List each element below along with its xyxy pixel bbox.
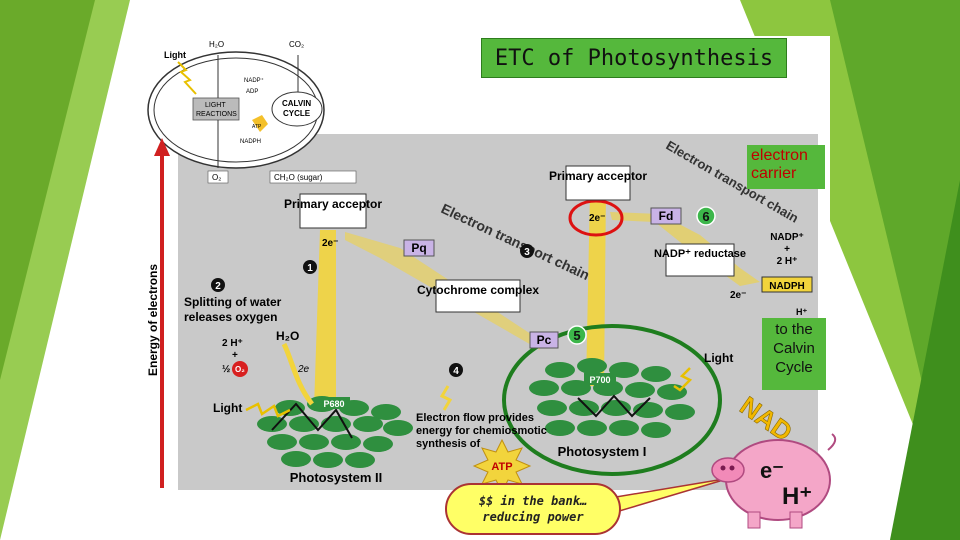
p680-badge bbox=[318, 397, 350, 409]
flow-line-3: synthesis of bbox=[416, 438, 481, 450]
overview-nadph-label: NADPH bbox=[240, 139, 261, 145]
overview-co2-label: CO₂ bbox=[289, 40, 304, 49]
pc-box bbox=[529, 331, 559, 349]
step-6: 6 bbox=[702, 209, 709, 224]
light-label: Light bbox=[213, 401, 242, 415]
plus-small-label: + bbox=[232, 350, 238, 361]
overview-h2o-label: H₂O bbox=[209, 40, 224, 49]
slide-title: ETC of Photosynthesis bbox=[481, 38, 787, 78]
bank-callout: $$ in the bank… reducing power bbox=[445, 483, 621, 535]
cytochrome-label: Cytochrome complex bbox=[417, 283, 539, 297]
step-1: 1 bbox=[307, 263, 313, 274]
bank-line-1: $$ in the bank… bbox=[478, 494, 588, 508]
light-ray-ps1 bbox=[673, 367, 693, 392]
electron-carrier-callout: electron carrier bbox=[747, 145, 825, 189]
acceptor-highlight-ring bbox=[568, 199, 624, 237]
primary-acceptor-box bbox=[299, 193, 367, 229]
two-e-nadp-label: 2e⁻ bbox=[730, 290, 746, 301]
ps1-highlight-ring bbox=[502, 324, 722, 476]
overview-sugar-box bbox=[269, 170, 357, 184]
h2o-label: H₂O bbox=[276, 329, 299, 343]
step-5: 5 bbox=[573, 328, 580, 343]
mascot-proton-label: H⁺ bbox=[782, 483, 812, 510]
ps1-label: Photosystem I bbox=[558, 444, 647, 459]
pc-label: Pc bbox=[537, 333, 552, 347]
overview-atp-label: ATP bbox=[252, 124, 262, 130]
overview-calvin-label: CALVIN bbox=[282, 99, 311, 108]
overview-o2-box bbox=[207, 170, 229, 184]
p700-label: P700 bbox=[589, 375, 610, 385]
cytochrome-box bbox=[435, 279, 521, 313]
overview-light-reactions-label: LIGHT bbox=[205, 102, 226, 109]
p680-label: P680 bbox=[323, 399, 344, 409]
fd-label: Fd bbox=[659, 209, 674, 223]
nadp-plus-label: NADP⁺ bbox=[770, 232, 804, 243]
o2-bubble bbox=[232, 361, 248, 377]
energy-axis-label: Energy of electrons bbox=[146, 264, 160, 376]
flow-line-2: energy for chemiosmotic bbox=[416, 425, 547, 437]
flow-line-1: Electron flow provides bbox=[416, 412, 534, 424]
two-e-ps2-label: 2e⁻ bbox=[322, 238, 338, 249]
overview-reactions-label: REACTIONS bbox=[196, 111, 237, 118]
overview-sugar-label: CH₂O (sugar) bbox=[274, 173, 323, 182]
two-e-ps1-label: 2e⁻ bbox=[589, 213, 605, 224]
o2-label: O₂ bbox=[235, 365, 245, 374]
step-4: 4 bbox=[453, 366, 459, 377]
half-label: ½ bbox=[222, 364, 230, 375]
nadph-label: NADPH bbox=[769, 281, 805, 292]
overview-cycle-label: CYCLE bbox=[283, 109, 311, 118]
flow-arrow bbox=[439, 385, 453, 411]
releases-label: releases oxygen bbox=[184, 310, 277, 324]
two-e-water-label: 2e bbox=[297, 364, 310, 375]
to-calvin-callout: to the Calvin Cycle bbox=[762, 318, 826, 390]
ps1-electron-path bbox=[577, 394, 651, 418]
primary-acceptor-2-label: Primary acceptor bbox=[549, 169, 647, 183]
p700-badge bbox=[584, 373, 616, 385]
water-electron-arrow bbox=[281, 342, 314, 406]
overview-adp-label: ADP bbox=[246, 89, 258, 95]
light2-label: Light bbox=[704, 351, 733, 365]
energy-axis-arrowhead bbox=[154, 138, 170, 156]
nadph-box bbox=[761, 276, 813, 293]
bank-line-2: reducing power bbox=[482, 510, 584, 524]
primary-acceptor-label: Primary acceptor bbox=[284, 197, 382, 211]
overview-o2-label: O₂ bbox=[212, 173, 221, 182]
ps2-electron-path bbox=[271, 402, 353, 439]
step-2: 2 bbox=[215, 281, 221, 292]
light-ray-ps2 bbox=[245, 402, 291, 418]
step-3: 3 bbox=[524, 247, 530, 258]
overview-light-label: Light bbox=[164, 50, 186, 60]
step-markers bbox=[211, 206, 716, 377]
mascot-electron-label: e⁻ bbox=[760, 458, 784, 483]
overview-nadp-label: NADP⁺ bbox=[244, 77, 264, 84]
fd-box bbox=[650, 207, 682, 225]
pq-box bbox=[403, 239, 435, 257]
plus-label: + bbox=[784, 244, 790, 255]
primary-acceptor-box-2 bbox=[565, 165, 631, 201]
ps1-disks bbox=[529, 358, 695, 438]
ps1-energy-beam bbox=[586, 190, 606, 386]
two-h-plus-label: 2 H⁺ bbox=[222, 338, 243, 349]
ps2-energy-beam bbox=[314, 230, 336, 408]
h-plus-label: H⁺ bbox=[796, 307, 807, 317]
nadp-reductase-box bbox=[665, 243, 735, 277]
chloroplast-overview bbox=[147, 51, 325, 169]
nadp-reductase-label: NADP⁺ reductase bbox=[654, 248, 746, 260]
two-h-label: 2 H⁺ bbox=[777, 256, 798, 267]
splitting-label: Splitting of water bbox=[184, 295, 282, 309]
atp-label: ATP bbox=[491, 461, 512, 473]
pq-label: Pq bbox=[411, 241, 426, 255]
ps2-label: Photosystem II bbox=[290, 470, 382, 485]
nad-mascot bbox=[711, 433, 837, 529]
